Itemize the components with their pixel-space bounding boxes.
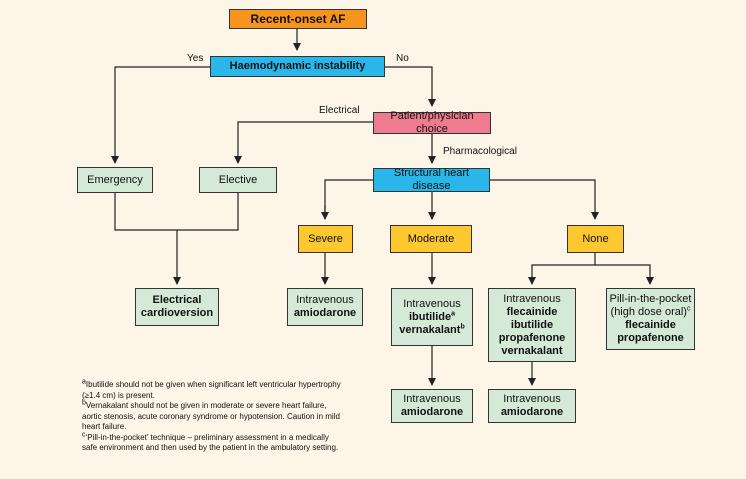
connector-no-to-choice (385, 66, 436, 107)
footnote-b-text: Vernakalant should not be given in moder… (82, 401, 340, 431)
node-moderate-treatment-drug-1: ibutilidea (408, 309, 456, 324)
node-emergency-text: Emergency (87, 173, 143, 186)
node-severe: Severe (298, 225, 353, 253)
node-electrical-cardioversion-line1: Electrical (152, 294, 202, 306)
node-recent-onset-af: Recent-onset AF (229, 9, 367, 29)
node-moderate: Moderate (390, 225, 472, 253)
node-moderate-text: Moderate (407, 232, 455, 245)
footnotes: aIbutilide should not be given when sign… (82, 378, 342, 454)
node-none-iv-treatment: Intravenous flecainide ibutilide propafe… (488, 288, 576, 362)
drug-vernakalant: vernakalant (501, 344, 563, 357)
footnote-b-mark: b (82, 399, 86, 407)
footnote-ref-c: c (686, 305, 691, 313)
drug-ibutilide: ibutilide (510, 318, 554, 331)
node-electrical-cardioversion: Electrical cardioversion (135, 288, 219, 326)
footnote-ref-a: a (451, 309, 456, 317)
node-moderate-followup: Intravenous amiodarone (391, 389, 473, 423)
footnote-a: aIbutilide should not be given when sign… (82, 378, 342, 401)
drug-ibutilide: ibutilide (408, 310, 452, 323)
node-recent-onset-af-text: Recent-onset AF (250, 11, 346, 26)
edge-label-pharmacological: Pharmacological (443, 146, 517, 157)
connector-structural-to-none (490, 179, 599, 220)
connector-emergency-down (114, 193, 239, 231)
node-electrical-cardioversion-line2: cardioversion (140, 307, 214, 319)
footnote-c-mark: c (82, 430, 86, 438)
node-severe-treatment-line1: Intravenous (296, 294, 354, 306)
node-severe-treatment-drug: amiodarone (293, 307, 357, 319)
node-none-iv-followup-line1: Intravenous (503, 393, 561, 405)
drug-propafenone: propafenone (498, 331, 566, 344)
node-none-iv-followup-drug: amiodarone (500, 406, 564, 418)
node-structural-heart-disease: Structural heart disease (373, 167, 490, 192)
footnote-c-text: ‘Pill-in-the-pocket’ technique – prelimi… (82, 432, 339, 453)
connector-yes-to-emergency (111, 66, 210, 164)
node-elective-text: Elective (218, 173, 258, 186)
footnote-b: bVernakalant should not be given in mode… (82, 399, 342, 433)
node-none-iv-followup: Intravenous amiodarone (488, 389, 576, 423)
footnote-c: c‘Pill-in-the-pocket’ technique – prelim… (82, 430, 342, 454)
node-haemodynamic-instability-text: Haemodynamic instability (229, 60, 366, 72)
connector-none-split (528, 253, 596, 285)
footnote-a-mark: a (82, 378, 86, 386)
drug-flecainide: flecainide (625, 319, 676, 331)
drug-vernakalant: vernakalant (399, 323, 461, 336)
edge-label-no: No (396, 53, 409, 64)
connector-electrical-to-elective (234, 121, 373, 164)
node-pill-line2-text: (high dose oral) (610, 306, 687, 318)
node-moderate-treatment: Intravenous ibutilidea vernakalantb (391, 288, 473, 346)
node-pill-in-the-pocket: Pill-in-the-pocket (high dose oral)c fle… (606, 288, 695, 350)
edge-label-yes: Yes (187, 53, 204, 64)
drug-propafenone: propafenone (617, 332, 684, 344)
connector-none-to-pill (595, 264, 654, 285)
footnote-a-text: Ibutilide should not be given when signi… (82, 380, 341, 400)
node-moderate-treatment-drug-2: vernakalantb (399, 322, 465, 337)
connector-structural-branches (324, 179, 373, 219)
node-pill-line2: (high dose oral)c (610, 305, 691, 319)
node-severe-text: Severe (308, 232, 343, 245)
node-elective: Elective (199, 167, 277, 193)
node-moderate-followup-drug: amiodarone (400, 406, 464, 418)
node-severe-treatment: Intravenous amiodarone (287, 288, 363, 326)
footnote-ref-b: b (460, 322, 465, 330)
node-structural-heart-disease-text: Structural heart disease (393, 167, 470, 192)
node-moderate-treatment-line1: Intravenous (403, 297, 461, 310)
node-none-iv-line1: Intravenous (503, 292, 561, 305)
node-emergency: Emergency (77, 167, 153, 193)
node-moderate-followup-line1: Intravenous (403, 393, 461, 405)
node-haemodynamic-instability: Haemodynamic instability (210, 56, 385, 77)
node-none: None (567, 225, 624, 253)
node-patient-physician-choice-text: Patient/physician choice (390, 110, 474, 135)
edge-label-electrical: Electrical (319, 105, 360, 116)
node-pill-line1: Pill-in-the-pocket (609, 293, 692, 305)
node-patient-physician-choice: Patient/physician choice (373, 110, 491, 135)
node-none-text: None (582, 232, 609, 245)
drug-flecainide: flecainide (506, 305, 558, 318)
